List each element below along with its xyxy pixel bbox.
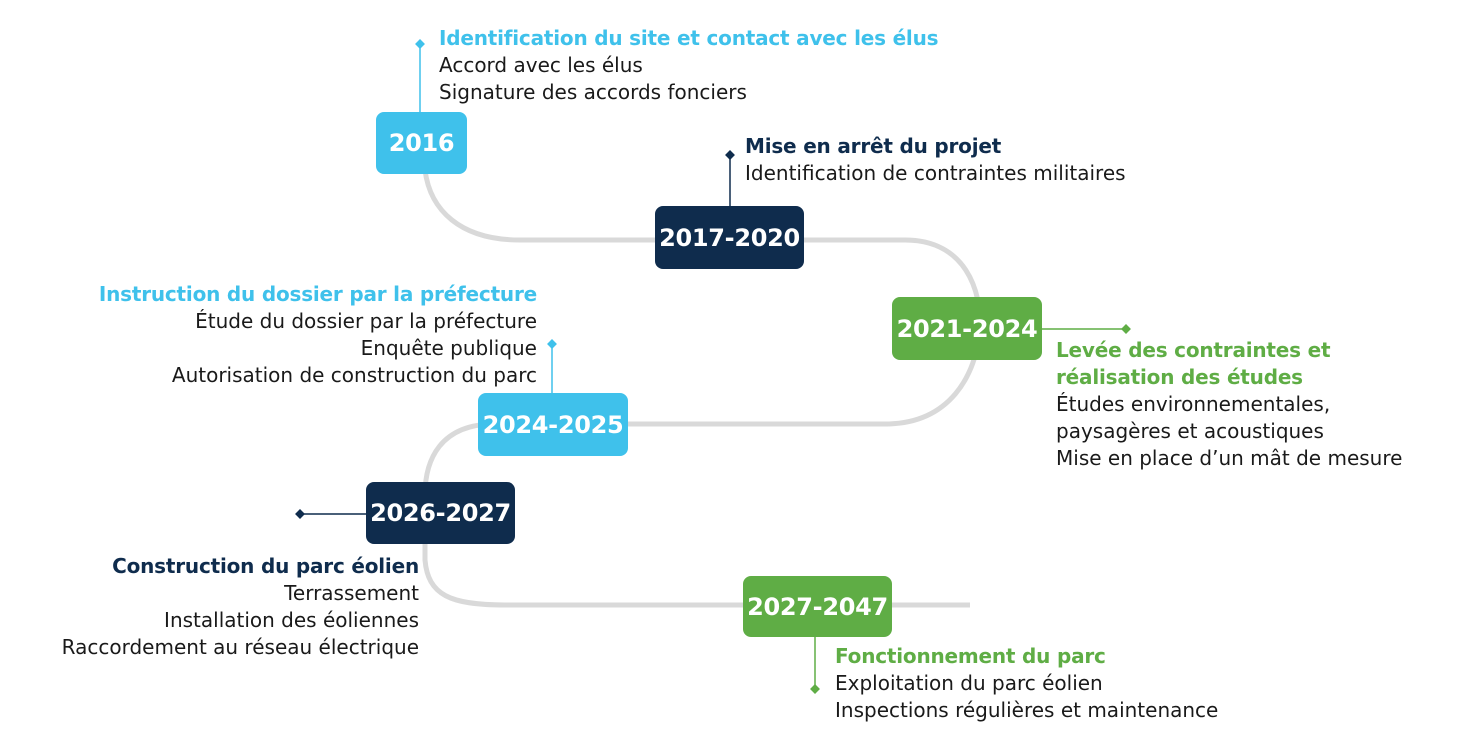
connector-dot-2017-2020 — [725, 150, 735, 160]
milestone-line: Installation des éoliennes — [164, 608, 419, 632]
year-badge-2024-2025: 2024-2025 — [478, 393, 628, 456]
connector-dot-2027-2047 — [810, 684, 820, 694]
milestone-line: Autorisation de construction du parc — [171, 363, 537, 387]
milestone-text-2027-2047: Fonctionnement du parc Exploitation du p… — [835, 643, 1218, 724]
milestone-text-2026-2027: Construction du parc éolien Terrassement… — [61, 553, 420, 661]
milestone-line: Raccordement au réseau électrique — [61, 635, 419, 659]
year-badge-2026-2027: 2026-2027 — [366, 482, 515, 544]
milestone-line: Accord avec les élus — [439, 53, 643, 77]
milestone-line: Étude du dossier par la préfecture — [195, 309, 537, 333]
milestone-line: Exploitation du parc éolien — [835, 671, 1103, 695]
milestone-line: Terrassement — [284, 581, 419, 605]
year-badge-2016: 2016 — [376, 112, 467, 174]
timeline-path — [422, 169, 983, 608]
milestone-line: Mise en place d’un mât de mesure — [1056, 446, 1403, 470]
milestone-text-2024-2025: Instruction du dossier par la préfecture… — [99, 281, 537, 389]
milestone-line: paysagères et acoustiques — [1056, 419, 1324, 443]
milestone-text-2021-2024: Levée des contraintes et réalisation des… — [1056, 337, 1402, 472]
milestone-text-2017-2020: Mise en arrêt du projet Identification d… — [745, 133, 1126, 187]
connector-dot-2024-2025 — [547, 339, 557, 349]
milestone-title: Fonctionnement du parc — [835, 644, 1106, 668]
connector-dot-2016 — [415, 39, 425, 49]
milestone-line: Inspections régulières et maintenance — [835, 698, 1219, 722]
milestone-title: Levée des contraintes et — [1056, 338, 1331, 362]
milestone-title: réalisation des études — [1056, 365, 1303, 389]
milestone-text-2016: Identification du site et contact avec l… — [439, 25, 939, 106]
milestone-title: Construction du parc éolien — [112, 554, 419, 578]
milestone-line: Identification de contraintes militaires — [745, 161, 1126, 185]
connector-dot-2021-2024 — [1121, 324, 1131, 334]
milestone-title: Mise en arrêt du projet — [745, 134, 1002, 158]
year-badge-2017-2020: 2017-2020 — [655, 206, 804, 269]
milestone-line: Signature des accords fonciers — [439, 80, 747, 104]
milestone-title: Instruction du dossier par la préfecture — [98, 282, 537, 306]
year-badge-2021-2024: 2021-2024 — [892, 297, 1042, 360]
year-badge-2027-2047: 2027-2047 — [743, 576, 892, 637]
milestone-title: Identification du site et contact avec l… — [439, 26, 939, 50]
milestone-line: Enquête publique — [360, 336, 537, 360]
milestone-line: Études environnementales, — [1056, 392, 1331, 416]
connector-dot-2026-2027 — [295, 509, 305, 519]
